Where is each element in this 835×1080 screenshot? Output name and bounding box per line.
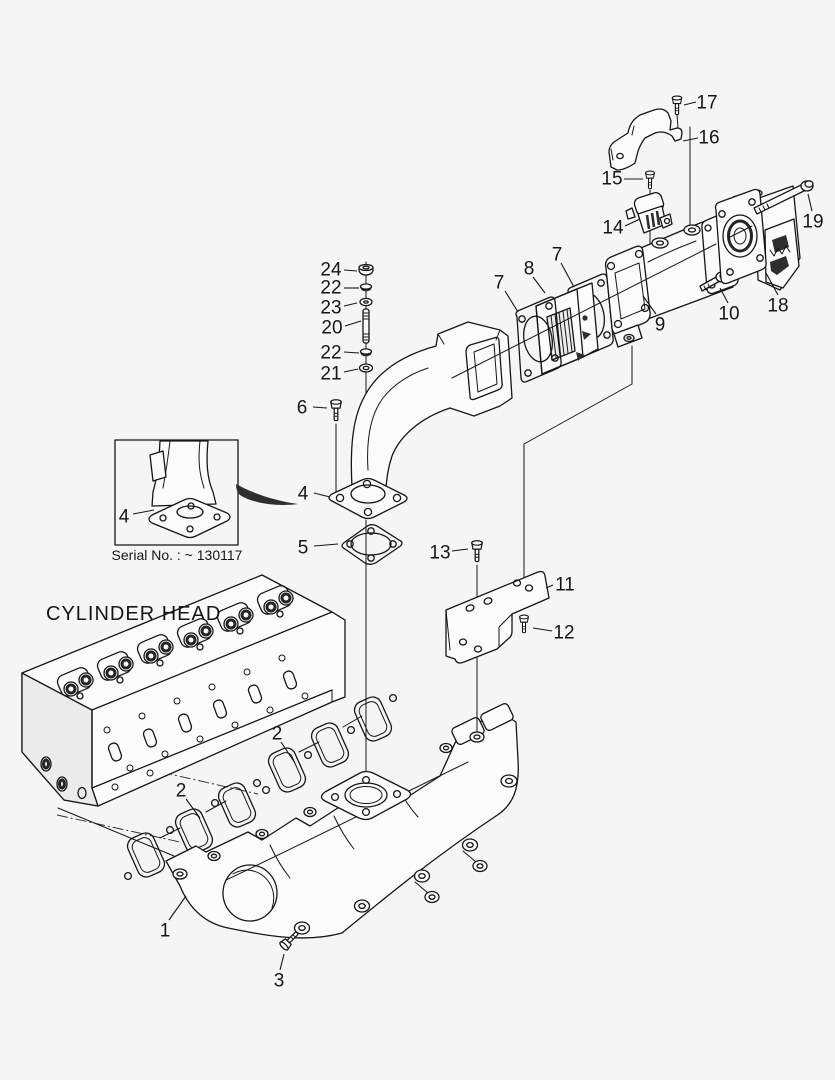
- assembly-axis-line: [727, 225, 753, 239]
- detail-arrow: [236, 484, 298, 505]
- callout-leader: [344, 320, 362, 327]
- callout-number: 6: [297, 398, 308, 419]
- callout-number: 3: [274, 971, 285, 992]
- callout-number: 15: [601, 169, 622, 190]
- callout-number: 23: [320, 298, 341, 319]
- callout-leader: [313, 492, 331, 498]
- callout-leader: [642, 295, 657, 315]
- callout-number: 20: [321, 318, 342, 339]
- cylinder-head: [21, 574, 346, 807]
- bolt-6: [330, 399, 342, 422]
- callout-number: 2: [272, 724, 283, 745]
- callout-number: 11: [555, 575, 575, 596]
- bolt-15: [645, 170, 655, 190]
- callout-number: 12: [553, 623, 574, 644]
- callout-number: 22: [320, 343, 341, 364]
- callout-leader: [451, 548, 469, 552]
- mounting-bracket-11: [445, 570, 550, 664]
- callout-leader: [168, 895, 187, 921]
- callout-leader: [343, 368, 359, 373]
- callout-number: 17: [696, 93, 717, 114]
- callout-leader: [624, 218, 641, 227]
- callout-number: 8: [524, 259, 535, 280]
- callout-leader: [765, 272, 779, 296]
- callout-number: 19: [802, 212, 823, 233]
- intake-manifold: [165, 703, 519, 939]
- callout-number: 7: [494, 273, 505, 294]
- callout-leader: [560, 262, 575, 288]
- callout-number: 5: [298, 538, 309, 559]
- callout-leader: [682, 137, 699, 142]
- callout-leader: [504, 290, 519, 313]
- callout-leader: [807, 193, 813, 212]
- callout-number: 18: [767, 296, 788, 317]
- callout-number: 1: [160, 921, 171, 942]
- intake-pipe-elbow: [328, 321, 513, 520]
- hardware-stack: [358, 263, 374, 373]
- callout-leader: [532, 276, 546, 294]
- callout-leader: [719, 287, 729, 304]
- manifold-gasket-strip-upper: [261, 693, 398, 796]
- callout-leader: [343, 269, 358, 272]
- callout-number: 9: [655, 315, 666, 336]
- callout-number: 10: [718, 304, 739, 325]
- bolt-12: [519, 614, 529, 634]
- throttle-body-18: [714, 185, 801, 291]
- bolt-17: [671, 95, 683, 116]
- callout-number: 24: [320, 260, 342, 281]
- gasket-5: [341, 524, 403, 565]
- serial-detail-inset: [114, 439, 239, 546]
- callout-leader: [545, 584, 554, 589]
- map-sensor-14: [625, 192, 673, 234]
- callout-leader: [312, 406, 328, 409]
- connector-elbow-9: [604, 210, 739, 348]
- callout-number: 2: [176, 781, 187, 802]
- callout-leader: [280, 741, 296, 764]
- callout-leader: [313, 543, 339, 547]
- serial-number-note: Serial No. : ~ 130117: [112, 547, 243, 563]
- callout-leader: [343, 302, 358, 307]
- callout-number: 14: [602, 218, 624, 239]
- callout-number: 4: [298, 484, 309, 505]
- assembly-axis-line: [451, 243, 717, 379]
- bolt-13: [471, 540, 483, 563]
- callout-number: 4: [119, 507, 130, 528]
- callout-number: 7: [552, 245, 563, 266]
- callout-leader: [683, 101, 697, 106]
- callout-leader: [532, 627, 553, 632]
- bolt-19: [753, 180, 814, 215]
- callout-leader: [343, 351, 360, 354]
- callout-leader: [279, 953, 285, 971]
- support-bracket-16: [608, 108, 683, 171]
- callout-number: 13: [429, 543, 450, 564]
- callout-leader: [132, 509, 155, 515]
- callout-number: 21: [320, 364, 341, 385]
- callout-number: 22: [320, 278, 341, 299]
- callout-number: 16: [698, 128, 719, 149]
- cylinder-head-label: CYLINDER HEAD: [46, 603, 221, 625]
- manifold-gasket-strip-lower: [123, 778, 262, 881]
- callout-leader: [185, 798, 201, 819]
